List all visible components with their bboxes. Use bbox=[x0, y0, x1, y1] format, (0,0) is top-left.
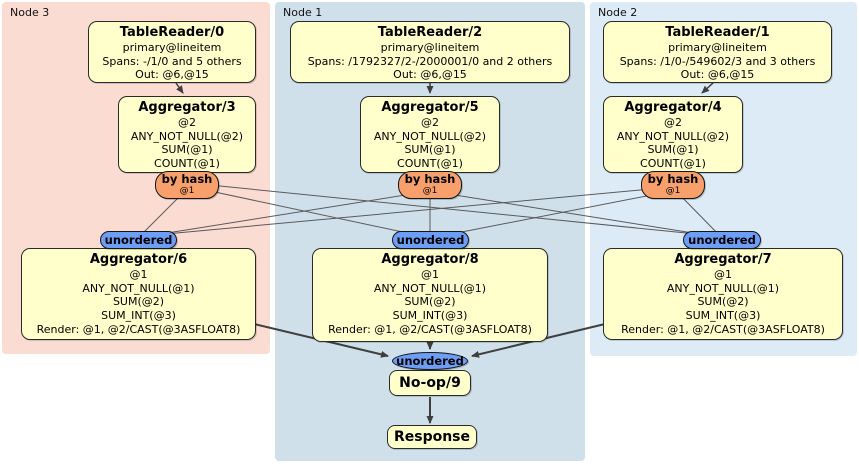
reader-agg-arrows bbox=[175, 82, 714, 94]
processor-detail: Out: @6,@15 bbox=[135, 68, 209, 82]
region-label-node-2: Node 2 bbox=[598, 6, 638, 19]
processor-detail: SUM(@1) bbox=[161, 143, 213, 157]
processor-detail: Out: @6,@15 bbox=[680, 68, 755, 82]
processor-tablereader-2: TableReader/2 primary@lineitem Spans: /1… bbox=[290, 21, 570, 83]
processor-title: Response bbox=[393, 429, 471, 445]
processor-detail: @1 bbox=[714, 268, 732, 282]
processor-detail: COUNT(@1) bbox=[397, 156, 463, 170]
processor-detail: SUM(@1) bbox=[647, 143, 699, 157]
sync-unordered-final: unordered bbox=[392, 352, 468, 370]
processor-title: TableReader/1 bbox=[665, 25, 770, 40]
processor-detail: Render: @1, @2/CAST(@3ASFLOAT8) bbox=[328, 322, 532, 336]
processor-detail: Spans: -/1/0 and 5 others bbox=[102, 54, 242, 68]
processor-detail: COUNT(@1) bbox=[640, 156, 706, 170]
processor-detail: SUM(@2) bbox=[404, 295, 456, 309]
processor-title: Aggregator/7 bbox=[674, 252, 772, 267]
processor-noop-9: No-op/9 bbox=[389, 370, 471, 396]
processor-tablereader-0: TableReader/0 primary@lineitem Spans: -/… bbox=[88, 21, 256, 83]
processor-detail: ANY_NOT_NULL(@1) bbox=[373, 281, 487, 295]
processor-detail: Spans: /1/0-/549602/3 and 3 others bbox=[619, 54, 816, 68]
processor-response: Response bbox=[387, 425, 477, 449]
processor-detail: primary@lineitem bbox=[380, 41, 480, 55]
processor-detail: ANY_NOT_NULL(@1) bbox=[82, 281, 195, 295]
processor-detail: Out: @6,@15 bbox=[393, 68, 467, 82]
sync-unordered-node3: unordered bbox=[100, 231, 177, 249]
processor-aggregator-8: Aggregator/8 @1 ANY_NOT_NULL(@1) SUM(@2)… bbox=[312, 248, 548, 342]
processor-detail: @1 bbox=[129, 268, 148, 282]
processor-detail: SUM(@2) bbox=[112, 295, 165, 309]
sync-unordered-node2: unordered bbox=[683, 231, 761, 249]
router-by-hash-node3: by hash @1 bbox=[155, 171, 219, 199]
sync-label: unordered bbox=[104, 233, 173, 247]
router-by-hash-node1: by hash @1 bbox=[398, 171, 462, 199]
processor-aggregator-6: Aggregator/6 @1 ANY_NOT_NULL(@1) SUM(@2)… bbox=[21, 248, 256, 340]
processor-detail: Render: @1, @2/CAST(@3ASFLOAT8) bbox=[36, 322, 241, 336]
processor-aggregator-4: Aggregator/4 @2 ANY_NOT_NULL(@2) SUM(@1)… bbox=[603, 96, 743, 173]
processor-detail: SUM(@2) bbox=[697, 295, 749, 309]
processor-title: Aggregator/4 bbox=[624, 100, 722, 115]
router-tag: @1 bbox=[665, 186, 681, 196]
processor-title: Aggregator/8 bbox=[381, 252, 479, 267]
processor-detail: ANY_NOT_NULL(@2) bbox=[130, 129, 244, 143]
processor-detail: SUM(@1) bbox=[404, 143, 456, 157]
router-tag: @1 bbox=[422, 186, 438, 196]
processor-title: Aggregator/5 bbox=[381, 100, 479, 115]
processor-detail: SUM_INT(@3) bbox=[101, 308, 176, 322]
processor-detail: ANY_NOT_NULL(@2) bbox=[616, 129, 730, 143]
processor-detail: SUM_INT(@3) bbox=[685, 308, 761, 322]
sync-label: unordered bbox=[396, 233, 465, 247]
processor-detail: ANY_NOT_NULL(@2) bbox=[373, 129, 487, 143]
sync-label: unordered bbox=[396, 354, 464, 368]
router-label: by hash bbox=[404, 172, 456, 186]
processor-detail: Spans: /1792327/2-/2000001/0 and 2 other… bbox=[307, 54, 553, 68]
processor-detail: SUM_INT(@3) bbox=[392, 308, 468, 322]
processor-detail: COUNT(@1) bbox=[154, 156, 220, 170]
processor-detail: @2 bbox=[421, 116, 439, 130]
processor-tablereader-1: TableReader/1 primary@lineitem Spans: /1… bbox=[603, 21, 832, 83]
processor-title: Aggregator/3 bbox=[138, 100, 236, 115]
processor-aggregator-7: Aggregator/7 @1 ANY_NOT_NULL(@1) SUM(@2)… bbox=[603, 248, 843, 340]
processor-detail: primary@lineitem bbox=[122, 41, 222, 55]
processor-detail: @2 bbox=[178, 116, 196, 130]
sync-label: unordered bbox=[688, 233, 756, 247]
processor-aggregator-3: Aggregator/3 @2 ANY_NOT_NULL(@2) SUM(@1)… bbox=[118, 96, 256, 173]
router-sync-mesh bbox=[137, 183, 723, 239]
region-label-node-1: Node 1 bbox=[283, 6, 323, 19]
router-tag: @1 bbox=[179, 186, 195, 196]
processor-title: TableReader/2 bbox=[377, 25, 483, 40]
router-label: by hash bbox=[647, 172, 699, 186]
processor-detail: @1 bbox=[421, 268, 439, 282]
region-label-node-3: Node 3 bbox=[10, 6, 50, 19]
processor-detail: primary@lineitem bbox=[668, 41, 767, 55]
processor-detail: ANY_NOT_NULL(@1) bbox=[666, 281, 780, 295]
router-by-hash-node2: by hash @1 bbox=[641, 171, 705, 199]
processor-detail: @2 bbox=[664, 116, 682, 130]
processor-detail: Render: @1, @2/CAST(@3ASFLOAT8) bbox=[621, 322, 825, 336]
processor-title: TableReader/0 bbox=[119, 25, 225, 40]
sync-unordered-node1: unordered bbox=[392, 231, 469, 249]
processor-title: Aggregator/6 bbox=[89, 252, 188, 267]
router-label: by hash bbox=[161, 172, 213, 186]
processor-title: No-op/9 bbox=[399, 375, 461, 391]
processor-aggregator-5: Aggregator/5 @2 ANY_NOT_NULL(@2) SUM(@1)… bbox=[360, 96, 500, 173]
